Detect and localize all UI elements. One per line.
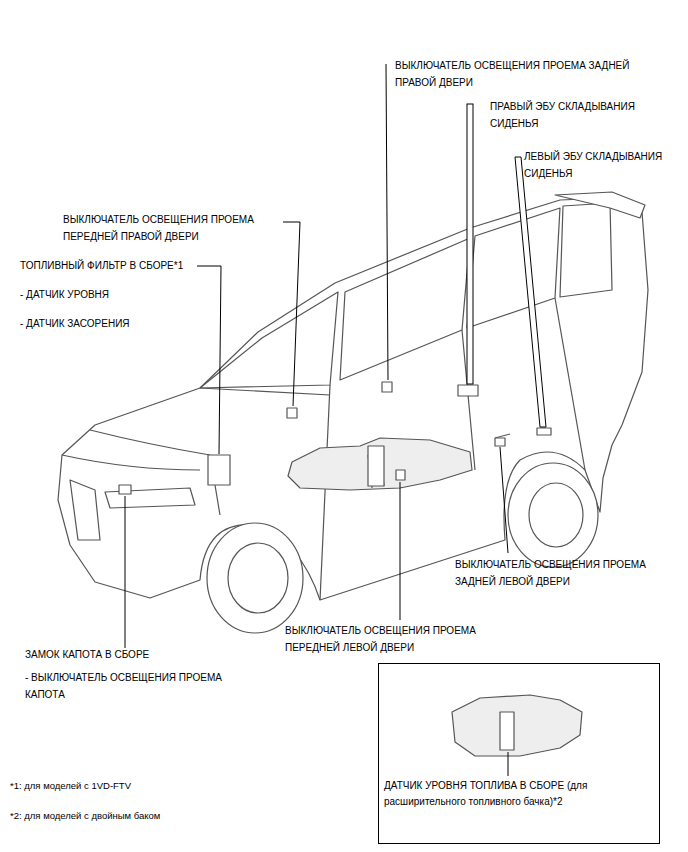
sub-part-label: - ВЫКЛЮЧАТЕЛЬ ОСВЕЩЕНИЯ ПРОЕМА КАПОТА bbox=[25, 669, 245, 703]
part-label: ВЫКЛЮЧАТЕЛЬ ОСВЕЩЕНИЯ ПРОЕМА ПЕРЕДНЕЙ ЛЕ… bbox=[285, 622, 510, 656]
part-label: ВЫКЛЮЧАТЕЛЬ ОСВЕЩЕНИЯ ПРОЕМА ЗАДНЕЙ ЛЕВО… bbox=[455, 556, 680, 590]
part-label: ТОПЛИВНЫЙ ФИЛЬТР В СБОРЕ*1 bbox=[20, 257, 220, 274]
sub-part-label: - ДАТЧИК УРОВНЯ bbox=[20, 286, 220, 303]
part-label: ВЫКЛЮЧАТЕЛЬ ОСВЕЩЕНИЯ ПРОЕМА ЗАДНЕЙ ПРАВ… bbox=[395, 57, 630, 91]
footnote: *2: для моделей с двойным баком bbox=[10, 807, 240, 824]
part-label: ПРАВЫЙ ЭБУ СКЛАДЫВАНИЯ СИДЕНЬЯ bbox=[490, 98, 675, 132]
inset-panel: ДАТЧИК УРОВНЯ ТОПЛИВА В СБОРЕ (для расши… bbox=[378, 663, 660, 844]
sub-part-label: - ДАТЧИК ЗАСОРЕНИЯ bbox=[20, 315, 220, 332]
part-label: ЛЕВЫЙ ЭБУ СКЛАДЫВАНИЯ СИДЕНЬЯ bbox=[524, 148, 679, 182]
footnote: *1: для моделей с 1VD-FTV bbox=[10, 777, 240, 794]
part-label: ЗАМОК КАПОТА В СБОРЕ bbox=[25, 646, 245, 663]
inset-label: ДАТЧИК УРОВНЯ ТОПЛИВА В СБОРЕ (для расши… bbox=[384, 778, 656, 810]
part-label: ВЫКЛЮЧАТЕЛЬ ОСВЕЩЕНИЯ ПРОЕМА ПЕРЕДНЕЙ ПР… bbox=[63, 211, 288, 245]
